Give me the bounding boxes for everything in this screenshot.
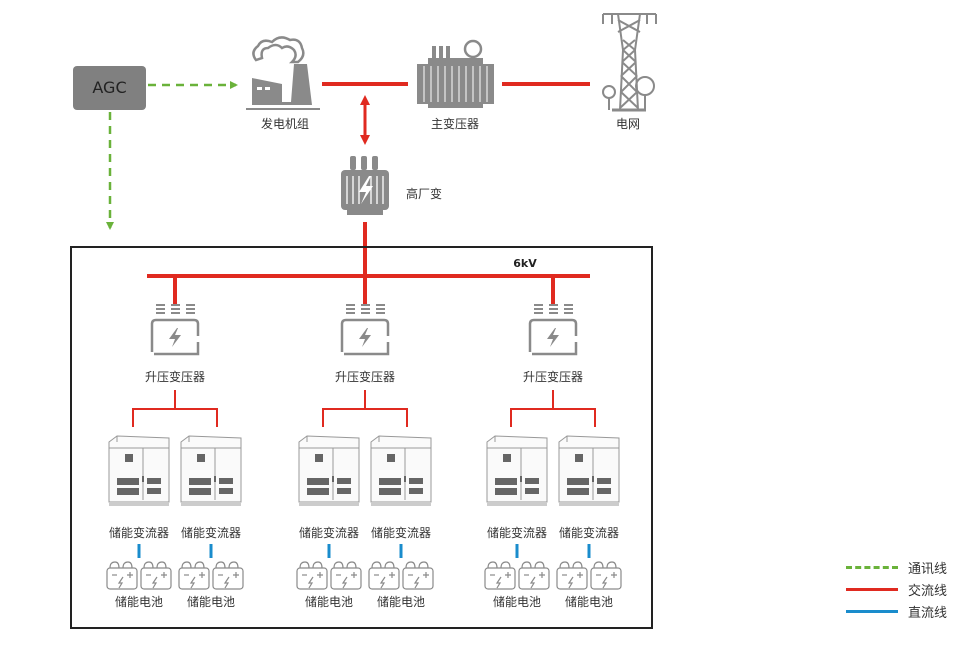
step-up-transformer-icon	[150, 302, 200, 356]
grid-label: 电网	[616, 117, 640, 131]
pcs-label: 储能变流器	[371, 525, 431, 540]
pcs-cabinet-icon	[486, 435, 548, 507]
power-tower-icon	[602, 13, 657, 112]
pcs-label: 储能变流器	[109, 525, 169, 540]
aux-transformer-label: 高厂变	[406, 186, 442, 201]
pcs-cabinet-icon	[370, 435, 432, 507]
legend-item-ac: 交流线	[846, 578, 947, 600]
pcs-label: 储能变流器	[559, 525, 619, 540]
battery-icon	[106, 561, 138, 590]
battery-icon	[590, 561, 622, 590]
battery-label: 储能电池	[115, 594, 163, 609]
storage-station-frame	[70, 246, 653, 629]
pcs-cabinet-icon	[298, 435, 360, 507]
aux-transformer-icon	[340, 155, 390, 216]
step-up-transformer-icon	[528, 302, 578, 356]
factory-icon	[246, 36, 320, 110]
battery-icon	[368, 561, 400, 590]
main-transformer-label: 主变压器	[431, 116, 479, 131]
legend-label: 交流线	[908, 583, 948, 599]
battery-icon	[178, 561, 210, 590]
pcs-label: 储能变流器	[487, 525, 547, 540]
ac-branch-lines	[322, 390, 408, 427]
pcs-cabinet-icon	[108, 435, 170, 507]
legend-item-dc: 直流线	[846, 600, 947, 622]
battery-label: 储能电池	[305, 594, 353, 609]
battery-label: 储能电池	[493, 594, 541, 609]
battery-label: 储能电池	[565, 594, 613, 609]
battery-label: 储能电池	[187, 594, 235, 609]
pcs-cabinet-icon	[180, 435, 242, 507]
legend-item-comm: 通讯线	[846, 556, 947, 578]
step-up-transformer-icon	[340, 302, 390, 356]
pcs-label: 储能变流器	[181, 525, 241, 540]
battery-icon	[556, 561, 588, 590]
legend-swatch-ac	[846, 587, 898, 591]
ac-branch-lines	[132, 390, 218, 427]
step-up-transformer-label: 升压变压器	[145, 369, 205, 384]
bus-label: 6kV	[513, 257, 537, 270]
pcs-cabinet-icon	[558, 435, 620, 507]
generator-label: 发电机组	[261, 116, 309, 131]
battery-icon	[330, 561, 362, 590]
battery-icon	[484, 561, 516, 590]
battery-icon	[518, 561, 550, 590]
step-up-transformer-label: 升压变压器	[523, 369, 583, 384]
legend-swatch-comm	[846, 565, 898, 569]
transformer-icon	[417, 39, 494, 108]
agc-box[interactable]: AGC	[73, 66, 146, 110]
battery-icon	[212, 561, 244, 590]
battery-icon	[140, 561, 172, 590]
battery-label: 储能电池	[377, 594, 425, 609]
battery-icon	[296, 561, 328, 590]
ac-branch-lines	[510, 390, 596, 427]
legend: 通讯线 交流线 直流线	[846, 556, 947, 622]
legend-label: 通讯线	[908, 561, 948, 577]
step-up-transformer-label: 升压变压器	[335, 369, 395, 384]
pcs-label: 储能变流器	[299, 525, 359, 540]
agc-label: AGC	[92, 78, 126, 97]
legend-swatch-dc	[846, 609, 898, 613]
legend-label: 直流线	[908, 605, 948, 621]
battery-icon	[402, 561, 434, 590]
